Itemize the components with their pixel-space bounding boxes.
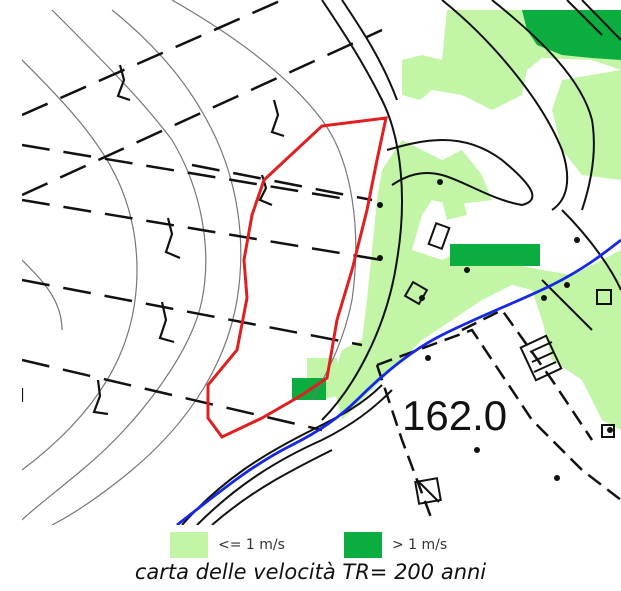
contour-lines <box>22 0 357 525</box>
legend-label-high-velocity: > 1 m/s <box>392 537 448 553</box>
legend-item-low-velocity: <= 1 m/s <box>170 532 285 558</box>
velocity-map[interactable]: 162.0 <box>22 0 621 525</box>
river-line <box>176 238 621 525</box>
low-velocity-zone-bottom <box>442 195 467 220</box>
elevation-label: 162.0 <box>402 392 507 439</box>
map-caption: carta delle velocità TR= 200 anni <box>134 560 487 584</box>
legend-swatch-low-velocity <box>170 532 208 558</box>
dashed-lines <box>22 0 383 432</box>
high-velocity-zone-band <box>450 244 540 266</box>
slope-symbols <box>22 64 285 416</box>
legend-item-high-velocity: > 1 m/s <box>344 532 447 558</box>
buildings <box>403 0 621 505</box>
legend-label-low-velocity: <= 1 m/s <box>218 537 285 553</box>
low-velocity-zone-main <box>332 140 621 430</box>
legend-swatch-high-velocity <box>344 532 382 558</box>
tree-symbols <box>377 179 613 481</box>
legend: <= 1 m/s > 1 m/s <box>0 530 621 560</box>
road-lines <box>181 0 621 525</box>
study-area-perimeter[interactable] <box>206 116 388 439</box>
low-velocity-zone-right <box>552 70 621 180</box>
